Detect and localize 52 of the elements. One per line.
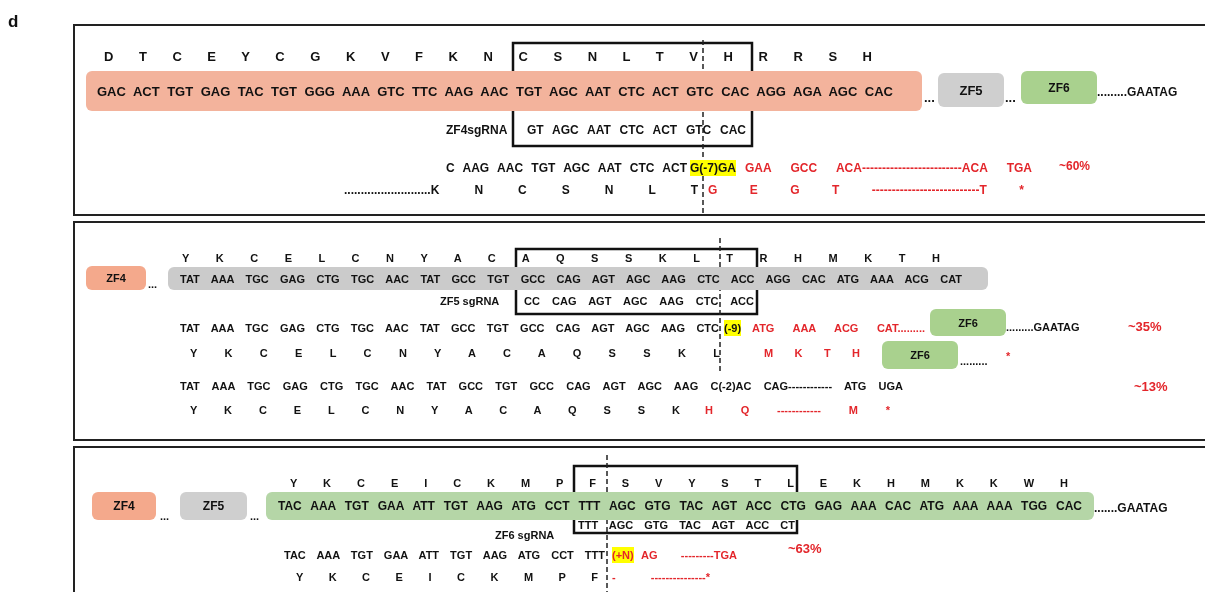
domain-box: ZF5 <box>938 73 1004 107</box>
sgrna-sequence: CC CAG AGT AGC AAG CTC ACC <box>524 294 754 309</box>
amino-acid-row: G E G T ---------------------------T * <box>708 182 1024 198</box>
panel-letter: d <box>8 14 19 30</box>
sequence-bar: GAC ACT TGT GAG TAC TGT GGG AAA GTC TTC AAG AAC TGT AGC AAT CTC ACT GTC CAC AGG AGA AGC CAC <box>86 71 922 111</box>
amino-acid-row-text: Y K C E L C N Y A C A Q S S K <box>190 403 680 418</box>
amino-acid-row: ..........................K N C S N L T <box>344 182 698 198</box>
amino-acid-row: D T C E Y C G K V F K N C S N L T V H R R S H <box>104 49 872 65</box>
mutation-highlight: (-9) <box>724 320 742 336</box>
amino-acid-row-text: M K T H <box>764 346 860 361</box>
ellipsis: ... <box>148 277 158 292</box>
ellipsis: ... <box>160 509 170 524</box>
amino-acid-row-text: H Q ------------ M * <box>705 403 890 418</box>
sequence-end-text: .......GAATAG <box>1094 500 1168 516</box>
amino-acid-row-text: Y K C E L C N Y A C A Q S S K L T R H M K T H <box>182 251 940 266</box>
amino-acid-row-text: Y K C E I C K M P F <box>296 570 598 585</box>
amino-acid-row-text: - ---------------* <box>612 570 710 585</box>
mutation-highlight: (+N) <box>612 547 634 563</box>
domain-box: ZF6 <box>882 341 958 369</box>
mutation-highlight: G(-7)GA <box>690 160 736 176</box>
sgrna-label: ZF4sgRNA <box>446 122 508 138</box>
sequence-end-text: .........GAATAG <box>1097 84 1178 100</box>
domain-box: ZF5 <box>180 492 247 520</box>
sgrna-sequence: GT AGC AAT CTC ACT GTC CAC <box>527 122 746 138</box>
domain-box: ZF6 <box>930 309 1006 336</box>
dna-sequence: AG ---------TGA <box>641 548 737 563</box>
sgrna-sequence: TTT AGC GTG TAC AGT ACC CT <box>578 518 795 533</box>
dna-sequence: GAA GCC ACA-------------------------ACA TGA <box>745 160 1032 176</box>
percentage-label: ~35% <box>1128 319 1162 335</box>
amino-acid-row-text: Y K C E I C K M P F S V Y S T L E K H M K K W H <box>290 476 1068 491</box>
dna-sequence: TAT AAA TGC GAG CTG TGC AAC TAT GCC TGT GCC CAG AGT AGC AAG CTC <box>180 321 719 336</box>
domain-box: ZF6 <box>1021 71 1097 104</box>
sgrna-label: ZF5 sgRNA <box>440 294 500 309</box>
sequence-bar: TAT AAA TGC GAG CTG TGC AAC TAT GCC TGT GCC CAG AGT AGC AAG CTC ACC AGG CAC ATG AAA ACG CAT <box>168 267 988 290</box>
dna-sequence: TAT AAA TGC GAG CTG TGC AAC TAT GCC TGT GCC CAG AGT AGC AAG C(-2)AC CAG------------ ATG UGA <box>180 379 903 394</box>
sequence-end-text: .........GAATAG <box>1006 320 1080 335</box>
percentage-label: ~60% <box>1059 158 1091 174</box>
dna-sequence: TAC AAA TGT GAA ATT TGT AAG ATG CCT TTT <box>284 548 605 563</box>
sgrna-label: ZF6 sgRNA <box>495 528 555 543</box>
percentage-label: ~63% <box>788 541 822 557</box>
domain-box: ZF4 <box>86 266 146 290</box>
dna-sequence: C AAG AAC TGT AGC AAT CTC ACT <box>446 160 687 176</box>
ellipsis: ... <box>250 509 260 524</box>
ellipsis: ... <box>1005 90 1016 106</box>
percentage-label: ~13% <box>1134 379 1168 395</box>
stop-mark: * <box>1006 349 1011 364</box>
ellipsis: ......... <box>960 354 988 369</box>
amino-acid-row-text: Y K C E L C N Y A C A Q S S K L <box>190 346 720 361</box>
ellipsis: ... <box>924 90 935 106</box>
domain-box: ZF4 <box>92 492 156 520</box>
sequence-bar: TAC AAA TGT GAA ATT TGT AAG ATG CCT TTT AGC GTG TAC AGT ACC CTG GAG AAA CAC ATG AAA AAA TGG CAC <box>266 492 1094 520</box>
dna-sequence: ATG AAA ACG CAT......... <box>752 321 925 336</box>
